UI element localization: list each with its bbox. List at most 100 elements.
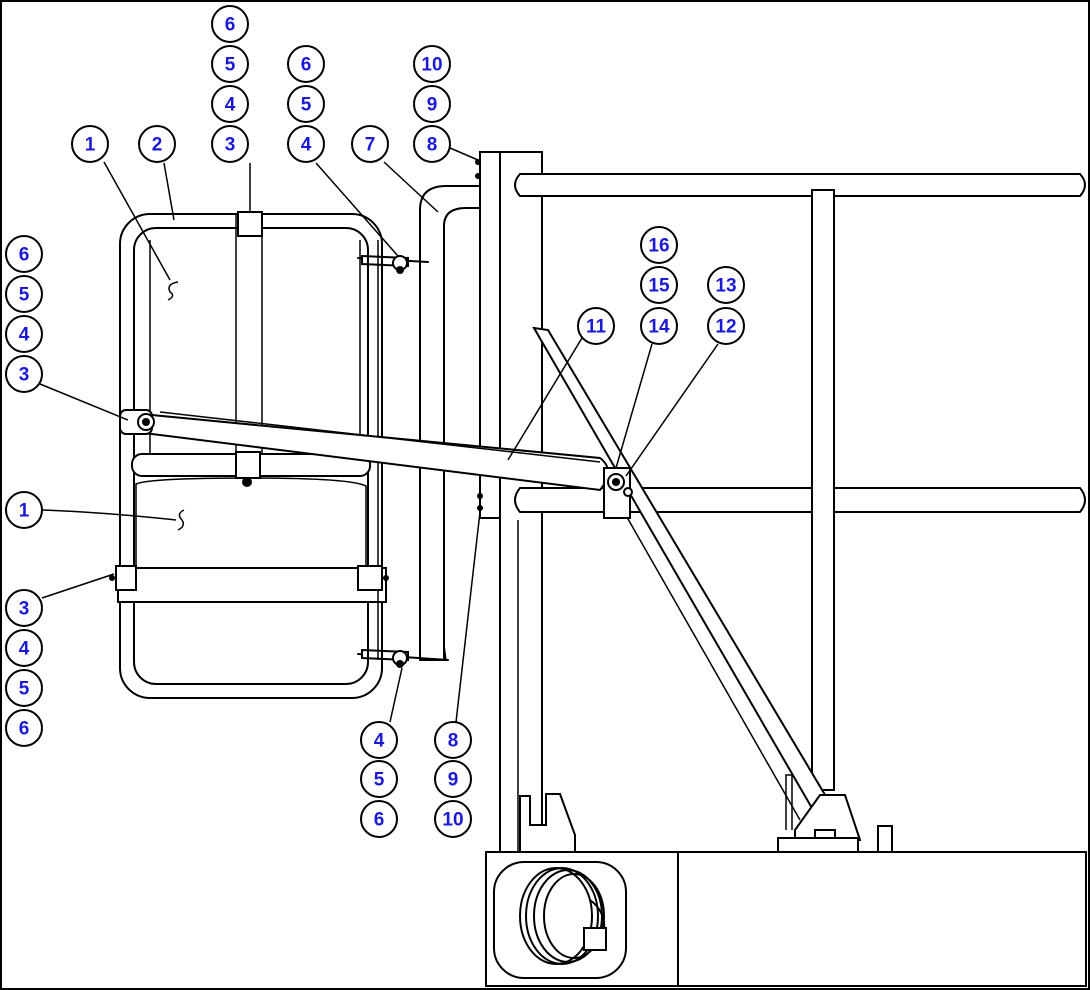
callout-9: 9 (434, 760, 472, 798)
callout-5: 5 (211, 45, 249, 83)
callout-circle (5, 589, 43, 627)
callout-4: 4 (211, 85, 249, 123)
callout-3: 3 (5, 355, 43, 393)
callout-3: 3 (5, 589, 43, 627)
callout-5: 5 (5, 669, 43, 707)
callout-circle (5, 235, 43, 273)
callout-circle (5, 491, 43, 529)
handrail-structure (479, 151, 1087, 987)
callout-circle (211, 45, 249, 83)
callout-label: 11 (586, 317, 607, 338)
callout-circle (211, 125, 249, 163)
callout-11: 11 (577, 307, 615, 345)
callout-circle (640, 307, 678, 345)
callout-label: 10 (442, 810, 463, 831)
callout-label: 5 (301, 95, 312, 116)
callout-4: 4 (5, 629, 43, 667)
callout-label: 12 (715, 317, 736, 338)
callout-circle (434, 800, 472, 838)
callout-7: 7 (351, 125, 389, 163)
callout-circle (707, 307, 745, 345)
callout-label: 6 (374, 810, 385, 831)
callout-label: 4 (374, 731, 385, 752)
callout-label: 5 (374, 770, 385, 791)
callout-circle (5, 355, 43, 393)
callout-circle (211, 85, 249, 123)
callout-circle (351, 125, 389, 163)
callout-circle (640, 266, 678, 304)
callout-label: 8 (448, 731, 459, 752)
callout-circle (138, 125, 176, 163)
callout-15: 15 (640, 266, 678, 304)
callout-4: 4 (360, 721, 398, 759)
callout-label: 5 (19, 679, 30, 700)
callout-label: 3 (225, 135, 236, 156)
callout-label: 9 (448, 770, 459, 791)
callout-6: 6 (211, 5, 249, 43)
callout-5: 5 (287, 85, 325, 123)
callout-circle (413, 125, 451, 163)
callout-circle (640, 226, 678, 264)
callout-circle (707, 266, 745, 304)
callout-circle (360, 800, 398, 838)
callout-6: 6 (5, 709, 43, 747)
hand-rail (357, 159, 483, 668)
callout-1: 1 (71, 125, 109, 163)
callout-8: 8 (413, 125, 451, 163)
callout-circle (413, 45, 451, 83)
callout-circle (434, 760, 472, 798)
callout-label: 7 (365, 135, 376, 156)
callout-circle (211, 5, 249, 43)
callout-circle (360, 760, 398, 798)
callout-circle (5, 629, 43, 667)
callout-circle (71, 125, 109, 163)
gate-frame (109, 211, 389, 699)
callout-label: 14 (648, 317, 670, 338)
callout-6: 6 (360, 800, 398, 838)
callout-13: 13 (707, 266, 745, 304)
callout-circle (5, 275, 43, 313)
callout-circle (287, 45, 325, 83)
callout-label: 16 (648, 236, 669, 257)
callout-circle (434, 721, 472, 759)
callout-circle (5, 669, 43, 707)
callout-14: 14 (640, 307, 678, 345)
callout-4: 4 (5, 315, 43, 353)
callout-16: 16 (640, 226, 678, 264)
callout-circle (287, 85, 325, 123)
callout-circle (5, 709, 43, 747)
callout-8: 8 (434, 721, 472, 759)
callout-label: 8 (427, 135, 438, 156)
callout-label: 4 (225, 95, 236, 116)
callout-circle (577, 307, 615, 345)
callout-6: 6 (5, 235, 43, 273)
callout-4: 4 (287, 125, 325, 163)
callout-9: 9 (413, 85, 451, 123)
callout-12: 12 (707, 307, 745, 345)
callout-circle (5, 315, 43, 353)
callout-label: 13 (715, 276, 736, 297)
callout-label: 15 (648, 276, 670, 297)
callout-3: 3 (211, 125, 249, 163)
callout-label: 2 (152, 135, 163, 156)
callout-5: 5 (5, 275, 43, 313)
callout-label: 3 (19, 365, 30, 386)
callout-label: 6 (301, 55, 312, 76)
callout-circle (413, 85, 451, 123)
callout-circle (287, 125, 325, 163)
callout-label: 6 (19, 719, 30, 740)
callout-label: 3 (19, 599, 30, 620)
callout-label: 5 (19, 285, 30, 306)
callout-circle (360, 721, 398, 759)
callout-6: 6 (287, 45, 325, 83)
callout-label: 10 (421, 55, 442, 76)
callout-label: 4 (19, 639, 30, 660)
leader-lines (39, 147, 719, 723)
callout-label: 6 (19, 245, 30, 266)
callout-10: 10 (434, 800, 472, 838)
callout-label: 9 (427, 95, 438, 116)
